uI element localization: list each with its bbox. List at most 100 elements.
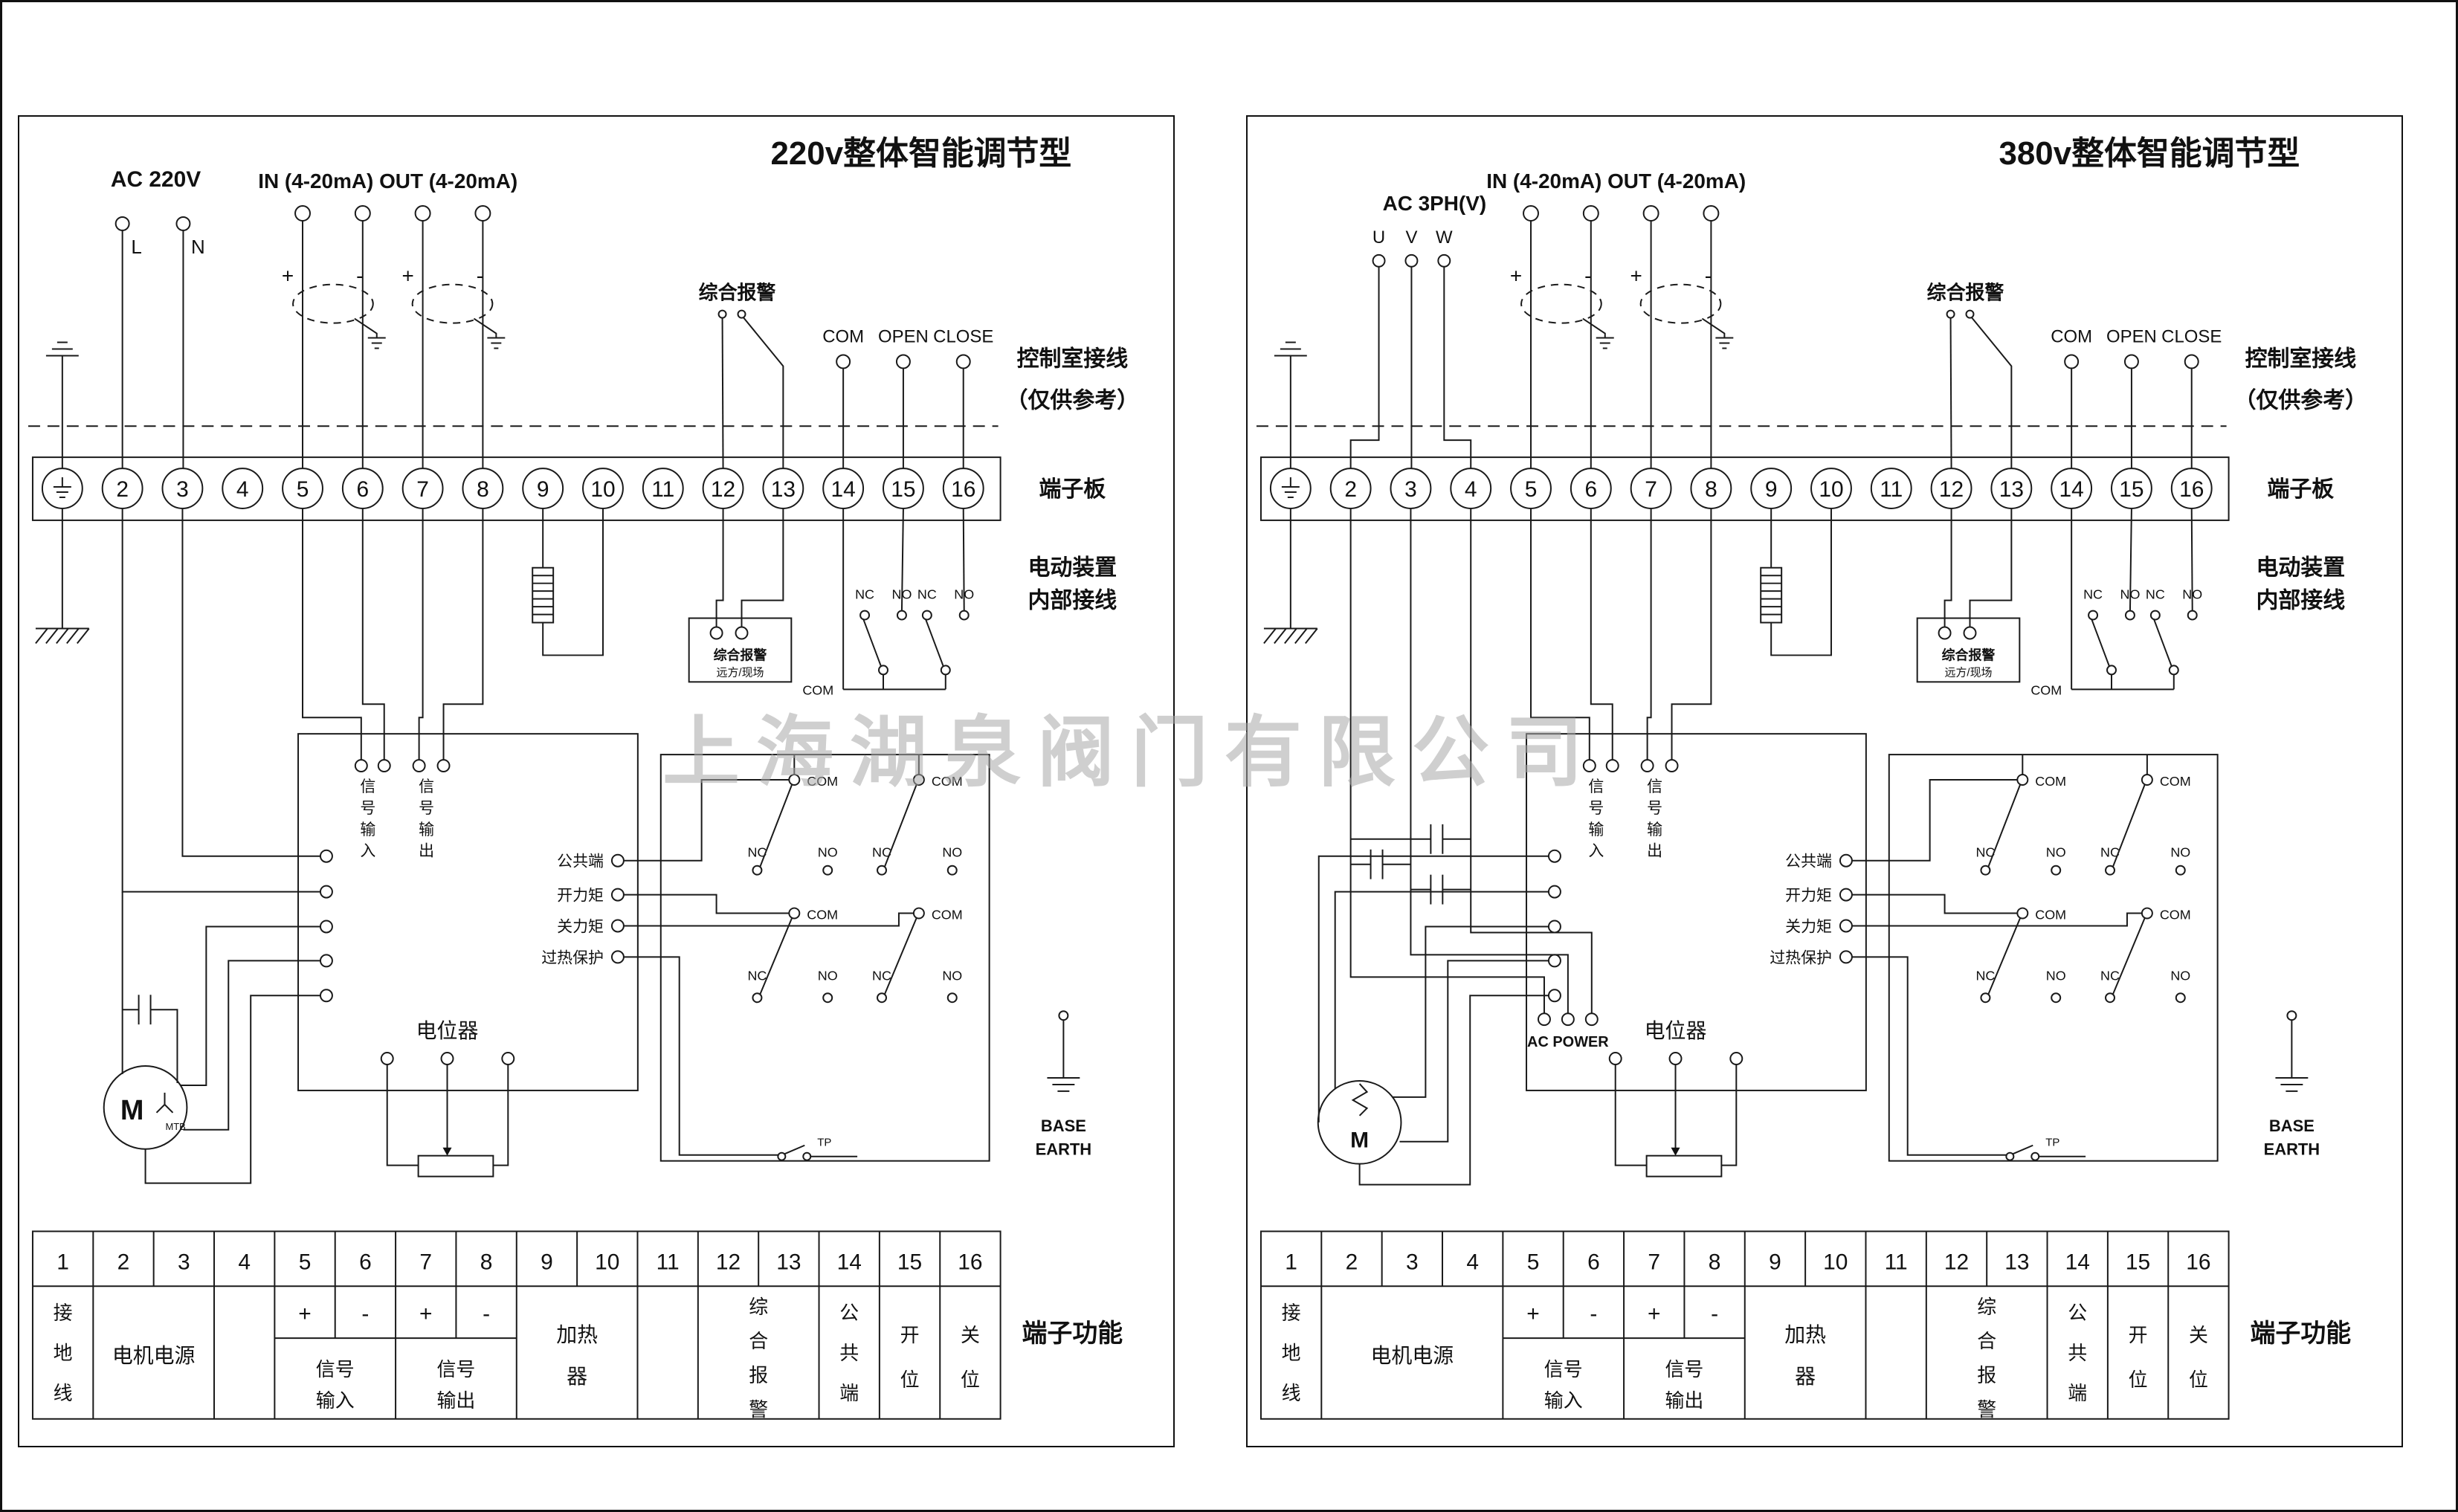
switch-pivot bbox=[940, 665, 951, 676]
note-terminal-board: 端子板 bbox=[1039, 477, 1106, 502]
wire bbox=[1851, 894, 2018, 914]
switch-blade bbox=[924, 618, 944, 667]
contact-label: NO bbox=[2046, 968, 2066, 983]
phase-node bbox=[1404, 253, 1419, 268]
switch-contact bbox=[2088, 610, 2099, 621]
contact-label: NC bbox=[2100, 968, 2120, 983]
box-terminal bbox=[412, 759, 426, 773]
motor-winding bbox=[164, 1104, 174, 1114]
signal-in-label: 信 bbox=[1588, 778, 1604, 795]
wire bbox=[1358, 995, 1549, 1186]
box-terminal bbox=[610, 950, 625, 964]
signal-in-label: 输 bbox=[360, 821, 375, 839]
terminal-number: 11 bbox=[1880, 477, 1903, 502]
ground-symbol bbox=[35, 627, 48, 644]
box-terminal bbox=[377, 759, 391, 773]
wire bbox=[1317, 855, 1549, 1122]
wire bbox=[361, 508, 385, 760]
switch-contact bbox=[2005, 1151, 2015, 1161]
terminal-circle bbox=[1269, 468, 1312, 509]
terminal-number: 16 bbox=[2179, 477, 2204, 502]
note-internal-wiring: 内部接线 bbox=[2257, 588, 2346, 613]
box-terminal bbox=[1582, 759, 1596, 773]
switch-contact bbox=[1980, 865, 1991, 876]
switch-blade bbox=[759, 917, 793, 995]
terminal-number: 14 bbox=[831, 477, 856, 502]
box-output-label: 公共端 bbox=[557, 853, 604, 870]
box-terminal bbox=[440, 1052, 454, 1066]
table-polarity: - bbox=[361, 1302, 369, 1326]
box-terminal bbox=[319, 920, 333, 934]
wire bbox=[623, 894, 790, 914]
switch-pivot bbox=[912, 774, 925, 786]
base-earth-label: BASE bbox=[2269, 1117, 2315, 1135]
switch-contact bbox=[802, 1151, 812, 1161]
table-number: 4 bbox=[1466, 1250, 1479, 1274]
contact-label: NC bbox=[2100, 845, 2120, 860]
ac-power-terminal bbox=[1584, 1012, 1599, 1027]
table-polarity: - bbox=[1590, 1302, 1597, 1326]
table-signal-out-label: 信号 bbox=[1665, 1359, 1704, 1380]
panel-title: 380v整体智能调节型 bbox=[1999, 135, 2300, 172]
alarm-box bbox=[1916, 617, 2021, 683]
terminal-board bbox=[1259, 456, 2230, 521]
box-terminal bbox=[610, 853, 625, 868]
signal-out-label: 出 bbox=[1647, 843, 1662, 860]
io-label: IN (4-20mA) OUT (4-20mA) bbox=[258, 169, 517, 193]
wire bbox=[715, 508, 724, 627]
table-signal-out-label: 输出 bbox=[1665, 1390, 1704, 1412]
table-alarm-label: 警 bbox=[1977, 1399, 1996, 1421]
box-terminal bbox=[319, 885, 333, 899]
table-number: 8 bbox=[1709, 1250, 1721, 1274]
shield-earth-wire bbox=[473, 317, 497, 338]
wire bbox=[741, 508, 784, 627]
contact-label: COM bbox=[802, 682, 833, 697]
terminal-number: 9 bbox=[537, 477, 549, 502]
table-common-label: 共 bbox=[839, 1343, 859, 1364]
terminal-number: 6 bbox=[1584, 477, 1597, 502]
switch-contact bbox=[921, 610, 932, 621]
table-number: 3 bbox=[178, 1250, 190, 1274]
contact-label: NC bbox=[747, 968, 767, 983]
terminal-number: 8 bbox=[477, 477, 489, 502]
contact-label: NO bbox=[942, 968, 962, 983]
earth-node bbox=[2286, 1010, 2297, 1021]
wire bbox=[442, 508, 484, 760]
box-terminal bbox=[501, 1052, 515, 1066]
base-earth-label: EARTH bbox=[1036, 1140, 1092, 1159]
box-terminal bbox=[319, 849, 333, 863]
note-terminal-board: 端子板 bbox=[2267, 477, 2334, 502]
switch-pivot bbox=[878, 665, 888, 676]
table-number: 16 bbox=[958, 1250, 982, 1274]
io-label: IN (4-20mA) OUT (4-20mA) bbox=[1486, 169, 1746, 193]
table-number: 16 bbox=[2186, 1250, 2210, 1274]
terminal-number: 2 bbox=[116, 477, 129, 502]
wire bbox=[1851, 912, 2142, 927]
note-control-room: （仅供参考） bbox=[1006, 387, 1139, 413]
potentiometer-label: 电位器 bbox=[1645, 1019, 1707, 1042]
power-label: AC 220V bbox=[111, 167, 201, 192]
switch-blade bbox=[2112, 917, 2146, 995]
table-ground-label: 接 bbox=[54, 1302, 73, 1324]
io-node bbox=[895, 354, 911, 369]
switch-contact bbox=[896, 610, 907, 621]
switch-blade bbox=[1987, 784, 2022, 868]
table-number: 6 bbox=[359, 1250, 372, 1274]
signal-in-label: 入 bbox=[1588, 843, 1604, 860]
wire bbox=[1851, 779, 2018, 862]
wire bbox=[1590, 508, 1613, 760]
terminal-number: 15 bbox=[891, 477, 915, 502]
wire bbox=[623, 956, 778, 1156]
terminal-circle bbox=[222, 468, 264, 509]
alarm-node bbox=[737, 309, 746, 319]
wire bbox=[1970, 316, 2013, 469]
switch-pivot bbox=[2016, 774, 2029, 786]
shield-earth-wire bbox=[1701, 317, 1726, 338]
box-terminal bbox=[1547, 885, 1561, 899]
table-open-label: 开 bbox=[900, 1325, 920, 1346]
terminal-number: 12 bbox=[1939, 477, 1964, 502]
terminal-number: 14 bbox=[2059, 477, 2084, 502]
table-ground-label: 地 bbox=[54, 1343, 73, 1364]
contact-label: NC bbox=[855, 587, 874, 602]
